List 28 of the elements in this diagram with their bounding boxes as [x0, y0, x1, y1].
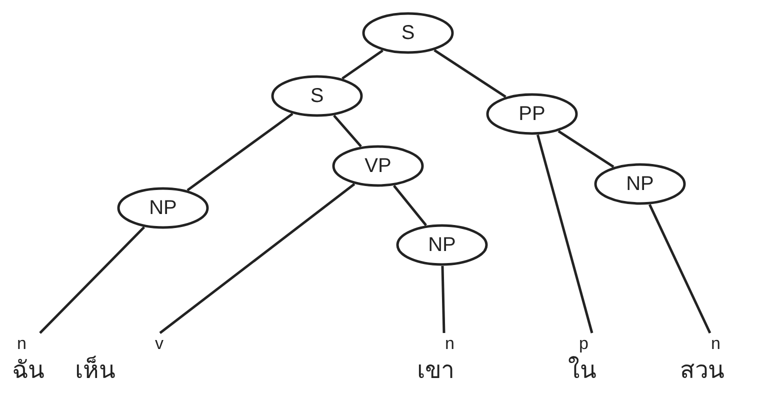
tree-branch-line	[558, 130, 614, 168]
part-of-speech-tag: n	[17, 335, 26, 352]
part-of-speech-tag: n	[711, 335, 720, 352]
tree-branch-line	[536, 134, 594, 334]
tree-node-ellipse: NP	[594, 163, 686, 205]
tree-branch-line	[186, 112, 294, 192]
tree-node-ellipse: PP	[486, 93, 578, 135]
part-of-speech-tag: p	[579, 335, 588, 352]
tree-branch-line	[434, 49, 506, 98]
tree-node-ellipse: VP	[332, 145, 424, 187]
tree-node-ellipse: S	[271, 75, 363, 117]
word: สวน	[680, 357, 724, 384]
tree-branch-line	[342, 50, 384, 80]
word: เขา	[417, 357, 454, 384]
tree-branch-line	[159, 183, 356, 334]
tree-node-ellipse: NP	[396, 224, 488, 266]
word: เห็น	[75, 357, 115, 384]
tree-branch-line	[441, 266, 446, 334]
tree-node-ellipse: NP	[117, 187, 209, 229]
word: ใน	[568, 357, 596, 384]
tree-branch-line	[392, 184, 428, 226]
tree-node-ellipse: S	[362, 12, 454, 54]
tree-branch-line	[39, 226, 146, 334]
part-of-speech-tag: v	[155, 335, 164, 352]
word: ฉัน	[12, 357, 44, 384]
tree-branch-line	[648, 204, 712, 334]
tree-branch-line	[333, 114, 362, 148]
part-of-speech-tag: n	[445, 335, 454, 352]
